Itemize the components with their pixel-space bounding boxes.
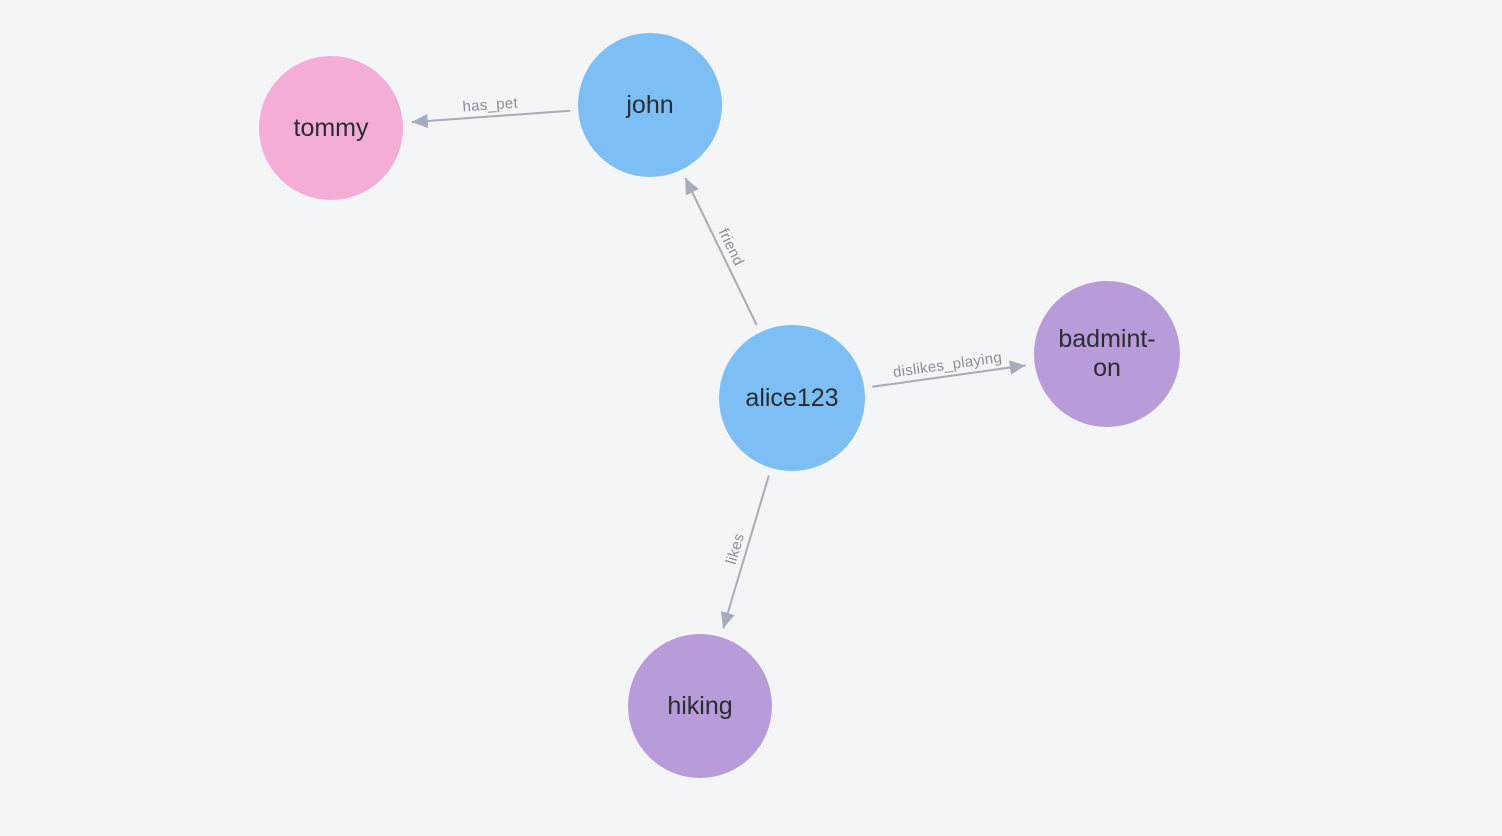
node-hiking[interactable]: hiking [628,634,772,778]
edge-alice123-badminton[interactable] [872,360,1026,388]
node-tommy[interactable]: tommy [259,56,403,200]
node-alice123[interactable]: alice123 [719,325,865,471]
edge-john-tommy[interactable] [411,109,571,129]
node-badminton[interactable]: badmint- on [1034,281,1180,427]
edge-alice123-john[interactable] [684,177,758,326]
node-john[interactable]: john [578,33,722,177]
edge-alice123-hiking[interactable] [720,475,770,629]
